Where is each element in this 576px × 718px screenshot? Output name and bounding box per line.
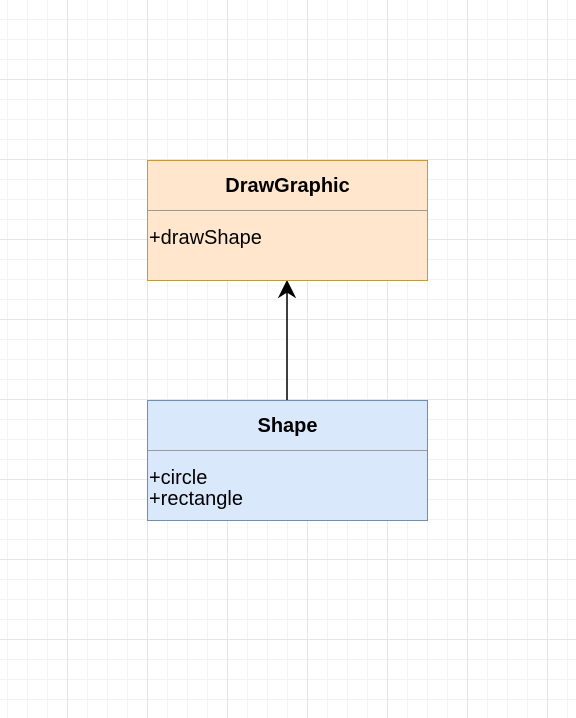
class-member: +drawShape: [149, 227, 262, 249]
class-box-drawgraphic[interactable]: DrawGraphic +drawShape: [147, 160, 428, 281]
class-box-shape[interactable]: Shape +circle +rectangle: [147, 400, 428, 521]
class-member: +circle: [149, 467, 208, 489]
class-members: +circle +rectangle: [149, 468, 243, 510]
class-name: DrawGraphic: [225, 174, 350, 197]
class-members: +drawShape: [149, 228, 262, 249]
class-divider: [148, 210, 427, 211]
arrowhead-icon: [277, 279, 297, 299]
class-name: Shape: [257, 414, 318, 437]
class-member: +rectangle: [149, 488, 243, 510]
class-divider: [148, 450, 427, 451]
